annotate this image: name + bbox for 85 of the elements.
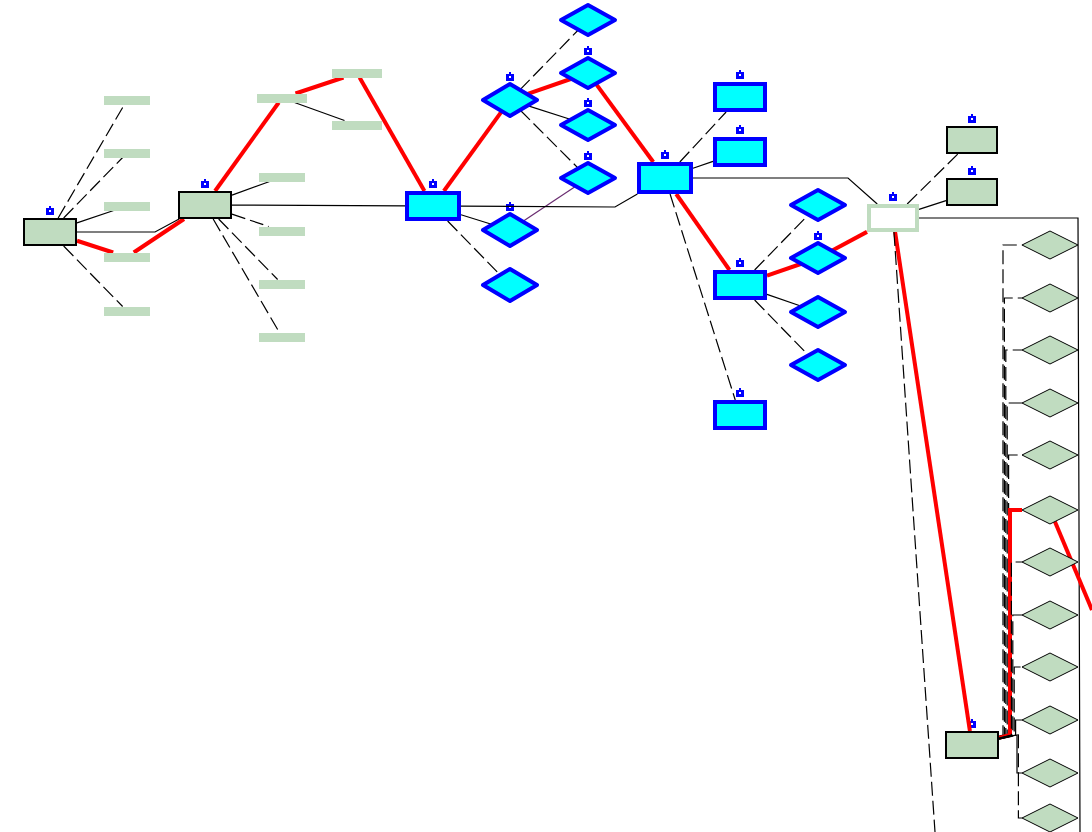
connector-line [594, 82, 655, 164]
connector-line [522, 185, 577, 223]
connector-line [526, 76, 573, 96]
decision-diamond [561, 163, 615, 193]
process-box [713, 400, 767, 430]
label-tag [104, 306, 150, 316]
decision-diamond [1022, 389, 1078, 417]
process-box [867, 204, 919, 232]
connector-line [231, 204, 406, 207]
label-tag [104, 201, 150, 211]
label-tag [259, 332, 305, 342]
process-box [713, 137, 767, 167]
connector-line [294, 75, 345, 96]
connector-line [893, 231, 936, 832]
process-box [178, 191, 232, 219]
label-tag [259, 226, 305, 236]
process-box [405, 191, 461, 221]
decision-diamond [1022, 759, 1078, 787]
decision-diamond [791, 297, 845, 327]
process-box [946, 126, 998, 154]
connector-line [293, 101, 346, 122]
label-tag [104, 95, 150, 105]
label-tag [259, 172, 305, 182]
connector-line [519, 109, 579, 169]
connector-line [519, 29, 580, 91]
label-tag [104, 252, 150, 262]
label-tag [257, 93, 307, 103]
connector-line [63, 245, 124, 308]
connector-line [76, 218, 180, 233]
connector-line [918, 217, 1081, 832]
decision-diamond [1022, 231, 1078, 259]
decision-diamond [1022, 441, 1078, 469]
connector-line [669, 193, 736, 401]
connector-line [766, 293, 802, 307]
connector-line [692, 160, 714, 169]
process-box [713, 270, 767, 300]
decision-diamond [561, 110, 615, 140]
decision-diamond [1022, 548, 1078, 576]
process-box [637, 162, 693, 194]
decision-diamond [1022, 601, 1078, 629]
decision-diamond [1022, 284, 1078, 312]
connector-line [998, 508, 1022, 740]
connector-line [998, 561, 1023, 739]
connector-line [460, 193, 638, 208]
decision-diamond [791, 243, 845, 273]
decision-diamond [791, 350, 845, 380]
connector-line [76, 238, 114, 255]
process-box [946, 178, 998, 206]
decision-diamond [1022, 706, 1078, 734]
process-box [713, 82, 767, 112]
label-tag [259, 279, 305, 289]
connector-line [231, 213, 270, 228]
decision-diamond [1022, 804, 1078, 832]
connector-line [679, 111, 727, 163]
connector-line [357, 76, 427, 192]
process-box [945, 731, 999, 759]
label-tag [332, 68, 382, 78]
connector-line [132, 217, 186, 255]
connector-line [76, 209, 115, 224]
connector-line [218, 218, 279, 281]
decision-diamond [1022, 336, 1078, 364]
connector-line [830, 230, 868, 253]
connector-line [442, 110, 504, 193]
connector-line [998, 734, 1023, 819]
label-tag [332, 120, 382, 130]
connector-line [213, 101, 281, 193]
label-tag [104, 148, 150, 158]
decision-diamond [791, 190, 845, 220]
decision-diamond [483, 269, 537, 301]
decision-diamond [483, 214, 537, 246]
connector-line [692, 177, 878, 205]
connector-line [766, 261, 802, 278]
connector-line [906, 153, 959, 205]
process-box [23, 218, 77, 246]
decision-diamond [1022, 653, 1078, 681]
decision-diamond [1022, 496, 1078, 524]
connector-line [674, 192, 732, 272]
decision-diamond [561, 58, 615, 88]
connector-line [63, 156, 124, 219]
decision-diamond [561, 5, 615, 35]
connector-line [1053, 520, 1092, 611]
connector-line [893, 231, 972, 732]
decision-diamond [483, 84, 537, 116]
connector-line [918, 199, 947, 211]
connector-line [231, 180, 271, 196]
